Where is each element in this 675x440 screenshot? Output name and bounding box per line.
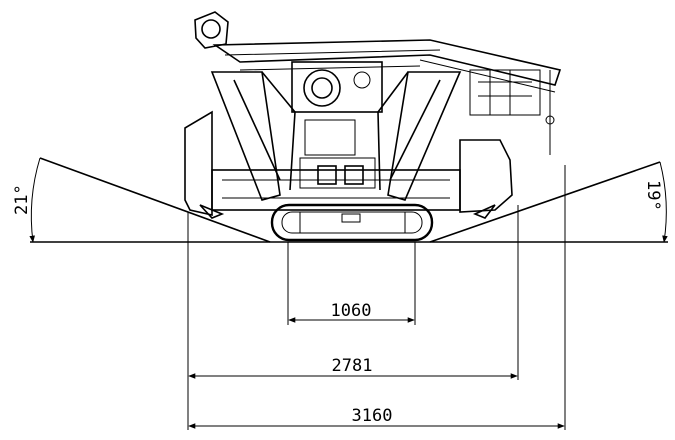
dimension-outrigger-inner-label: 2781 (332, 356, 373, 376)
dimension-outrigger-inner: 2781 (188, 356, 518, 379)
dimension-track-width: 1060 (288, 301, 415, 323)
extension-lines (187, 165, 566, 430)
right-angle-label: 19° (643, 180, 663, 211)
left-angle-indicator: 21° (12, 157, 271, 243)
right-angle-indicator: 19° (429, 161, 668, 243)
dimension-outrigger-outer-label: 3160 (352, 406, 393, 426)
crane-body (184, 11, 562, 242)
dimension-outrigger-outer: 3160 (188, 406, 565, 429)
left-angle-label: 21° (12, 184, 32, 215)
dimension-track-width-label: 1060 (331, 301, 372, 321)
